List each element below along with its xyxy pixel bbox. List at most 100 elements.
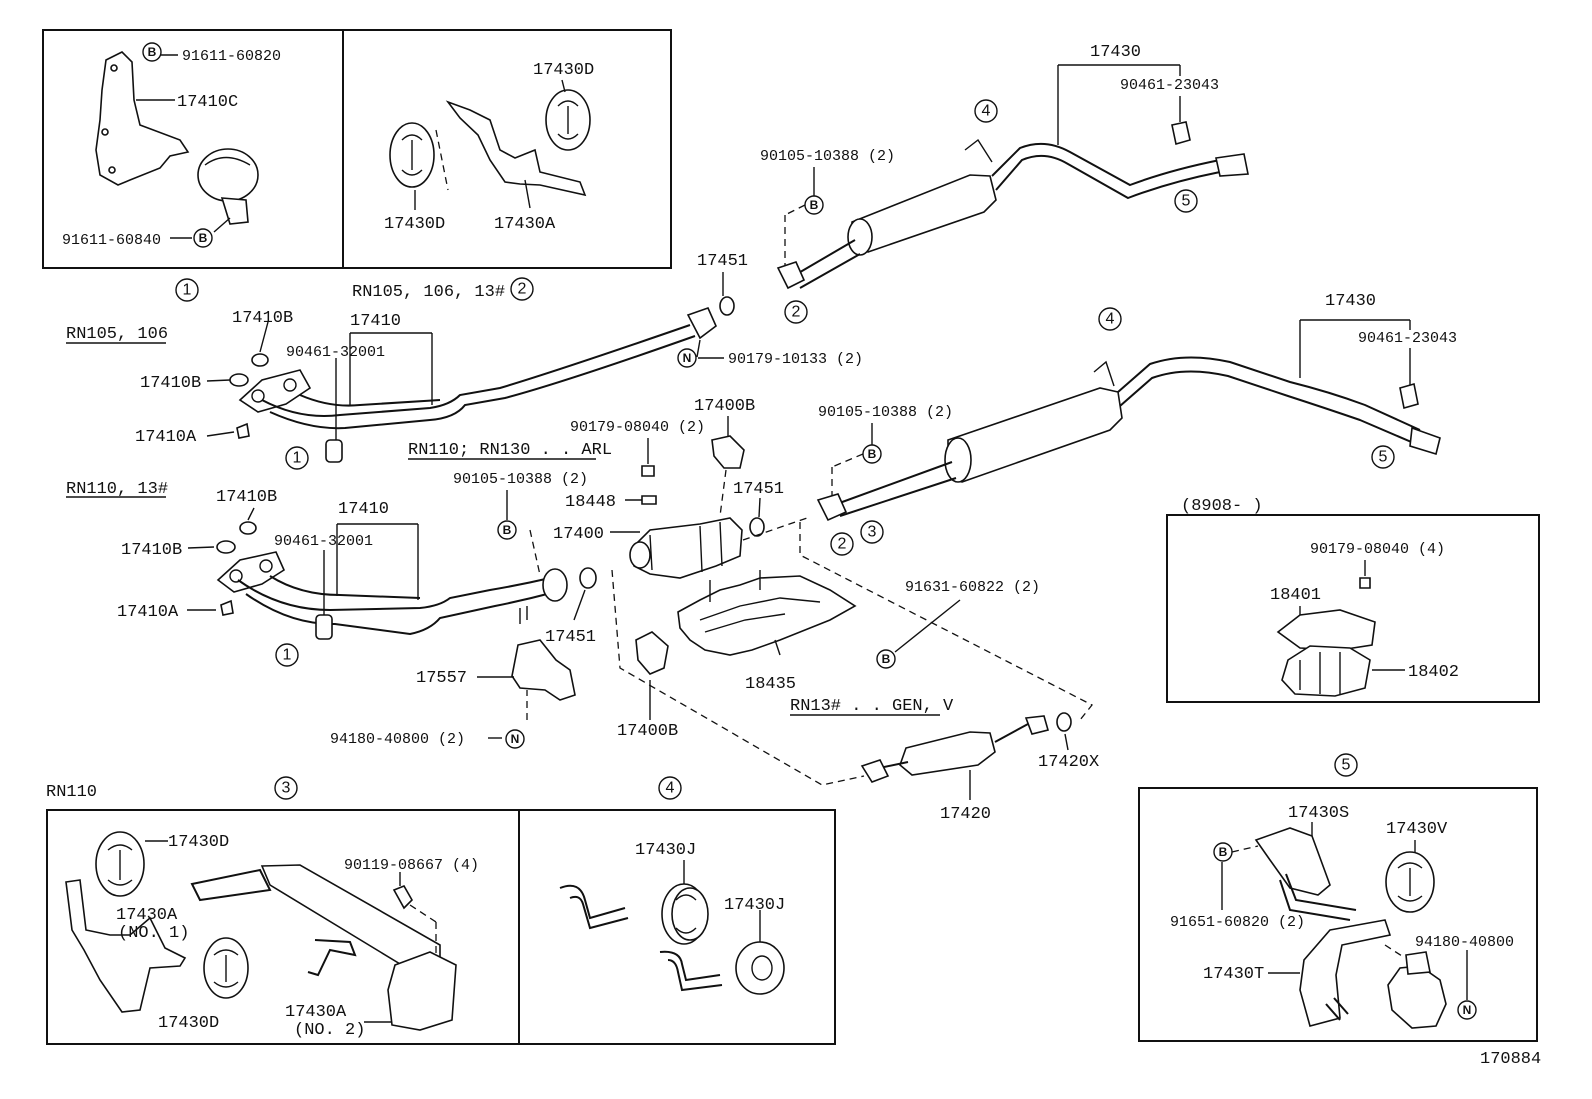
callout-1-icon bbox=[285, 446, 309, 470]
fastener-b-tag: B bbox=[1219, 845, 1228, 859]
bracket-17430a bbox=[445, 100, 587, 197]
part-label: 90119-08667 (4) bbox=[344, 857, 479, 874]
heat-shield-18435 bbox=[677, 575, 857, 656]
part-label: 90461-23043 bbox=[1120, 77, 1219, 94]
part-label: 90461-23043 bbox=[1358, 330, 1457, 347]
inset-box-1-2 bbox=[42, 29, 672, 269]
part-label: 18401 bbox=[1270, 586, 1321, 605]
part-label: 17430D bbox=[168, 833, 229, 852]
fastener-n-icon bbox=[677, 348, 697, 368]
part-label: 90105-10388 (2) bbox=[453, 471, 588, 488]
callout-1-icon bbox=[275, 643, 299, 667]
part-label: 17420 bbox=[940, 805, 991, 824]
fastener-b-tag: B bbox=[199, 231, 208, 245]
inset-box-5: 5 17430S B 91651-60820 (2) 17430V 17430T… bbox=[1138, 753, 1538, 1042]
part-label: 94180-40800 bbox=[1415, 934, 1514, 951]
callout-4-icon bbox=[974, 99, 998, 123]
part-label: 17451 bbox=[697, 252, 748, 271]
part-label: 17430 bbox=[1325, 292, 1376, 311]
part-label: 17410A bbox=[117, 603, 179, 622]
callout-2-icon bbox=[510, 277, 534, 301]
part-label: 17410B bbox=[232, 309, 293, 328]
part-label: 17410 bbox=[350, 312, 401, 331]
part-label: 90461-32001 bbox=[286, 344, 385, 361]
fastener-b-tag: B bbox=[810, 198, 819, 212]
part-label: 17410C bbox=[177, 93, 238, 112]
variant-heading: RN105, 106 bbox=[66, 325, 168, 344]
tail-pipe-upper: 17430 90461-23043 4 5 90105-10388 (2) B … bbox=[760, 43, 1249, 324]
part-label: 17400 bbox=[553, 525, 604, 544]
hanger-clamp bbox=[1387, 965, 1447, 1029]
fastener-n-tag: N bbox=[1463, 1003, 1472, 1017]
callout-4-icon bbox=[1098, 307, 1122, 331]
front-pipe-rn110: RN110, 13# 17410B 17410 17410B 90461-32 bbox=[66, 480, 597, 749]
bracket-17430s bbox=[1254, 827, 1331, 896]
fastener-n-icon bbox=[505, 729, 525, 749]
callout-5-icon bbox=[1371, 445, 1395, 469]
fastener-b-tag: B bbox=[882, 652, 891, 666]
part-label: 17430A bbox=[285, 1003, 347, 1022]
part-label: 17451 bbox=[545, 628, 596, 647]
fastener-b-tag: B bbox=[868, 447, 877, 461]
callout-5-icon bbox=[1174, 189, 1198, 213]
callout-number: 3 bbox=[282, 780, 291, 797]
callout-number: 4 bbox=[666, 780, 675, 797]
main-muffler-upper bbox=[851, 174, 997, 253]
box4-contents: 17430J 17430J bbox=[559, 841, 785, 995]
fastener-b-tag: B bbox=[503, 523, 512, 537]
box-heading: RN110 bbox=[46, 783, 97, 802]
variant-heading: RN110, 13# bbox=[66, 480, 168, 499]
fastener-b-tag: B bbox=[148, 45, 157, 59]
part-label: 17410B bbox=[140, 374, 201, 393]
part-label: 91651-60820 (2) bbox=[1170, 914, 1305, 931]
part-label: 17430D bbox=[158, 1014, 219, 1033]
box-callouts-top: 1 RN105, 106, 13# 2 bbox=[175, 277, 534, 302]
diagram-id: 170884 bbox=[1480, 1050, 1541, 1069]
front-pipe-rn105: RN105, 106 17410B 17410 90461-32001 174 bbox=[66, 252, 863, 470]
part-label: 91631-60822 (2) bbox=[905, 579, 1040, 596]
rubber-hanger-icon bbox=[1385, 851, 1435, 913]
callout-number: 1 bbox=[293, 450, 302, 467]
callout-number: 4 bbox=[1106, 311, 1115, 328]
callout-number: 2 bbox=[838, 536, 847, 553]
part-label: 17451 bbox=[733, 480, 784, 499]
part-label: (NO. 2) bbox=[294, 1021, 365, 1040]
part-label: 90461-32001 bbox=[274, 533, 373, 550]
box1-contents: B B 91611-60820 17410C 91611-60840 bbox=[62, 42, 281, 249]
part-label: 17430J bbox=[635, 841, 696, 860]
part-label: 17430S bbox=[1288, 804, 1349, 823]
callout-number: 3 bbox=[868, 524, 877, 541]
bracket-17410c bbox=[95, 51, 190, 186]
callout-number: 2 bbox=[792, 304, 801, 321]
box3-contents: 17430D 17430A (NO. 1) 17430D 90119-08667… bbox=[65, 831, 479, 1040]
callout-2-icon bbox=[784, 300, 808, 324]
rubber-hanger-icon bbox=[95, 831, 145, 897]
rubber-hanger-icon bbox=[203, 937, 249, 999]
box2-caption: RN105, 106, 13# bbox=[352, 283, 505, 302]
fastener-b-icon bbox=[142, 42, 162, 62]
part-label: 91611-60820 bbox=[182, 48, 281, 65]
part-label: 17430D bbox=[384, 215, 445, 234]
part-label: 17410B bbox=[216, 488, 277, 507]
fastener-b-icon bbox=[193, 228, 213, 248]
part-label: 91611-60840 bbox=[62, 232, 161, 249]
rubber-hanger-icon bbox=[389, 122, 435, 188]
part-label: 17557 bbox=[416, 669, 467, 688]
part-label: 17410 bbox=[338, 500, 389, 519]
fastener-b-icon bbox=[497, 520, 517, 540]
part-label: 17420X bbox=[1038, 753, 1099, 772]
mid-muffler-17420 bbox=[899, 731, 996, 776]
part-label: 90105-10388 (2) bbox=[818, 404, 953, 421]
bracket-17430t bbox=[1299, 919, 1392, 1027]
part-label: 90179-08040 (4) bbox=[1310, 541, 1445, 558]
part-label: 17400B bbox=[694, 397, 755, 416]
callout-3-icon bbox=[274, 776, 298, 800]
variant-heading: RN13# . . GEN, V bbox=[790, 697, 954, 716]
heat-insulator-18402 bbox=[1281, 645, 1371, 697]
fastener-b-icon bbox=[876, 649, 896, 669]
fastener-n-icon bbox=[1457, 1000, 1477, 1020]
main-muffler-lower bbox=[947, 387, 1123, 483]
part-label: 17410B bbox=[121, 541, 182, 560]
part-label: (NO. 1) bbox=[118, 924, 189, 943]
callout-4-icon bbox=[658, 776, 682, 800]
